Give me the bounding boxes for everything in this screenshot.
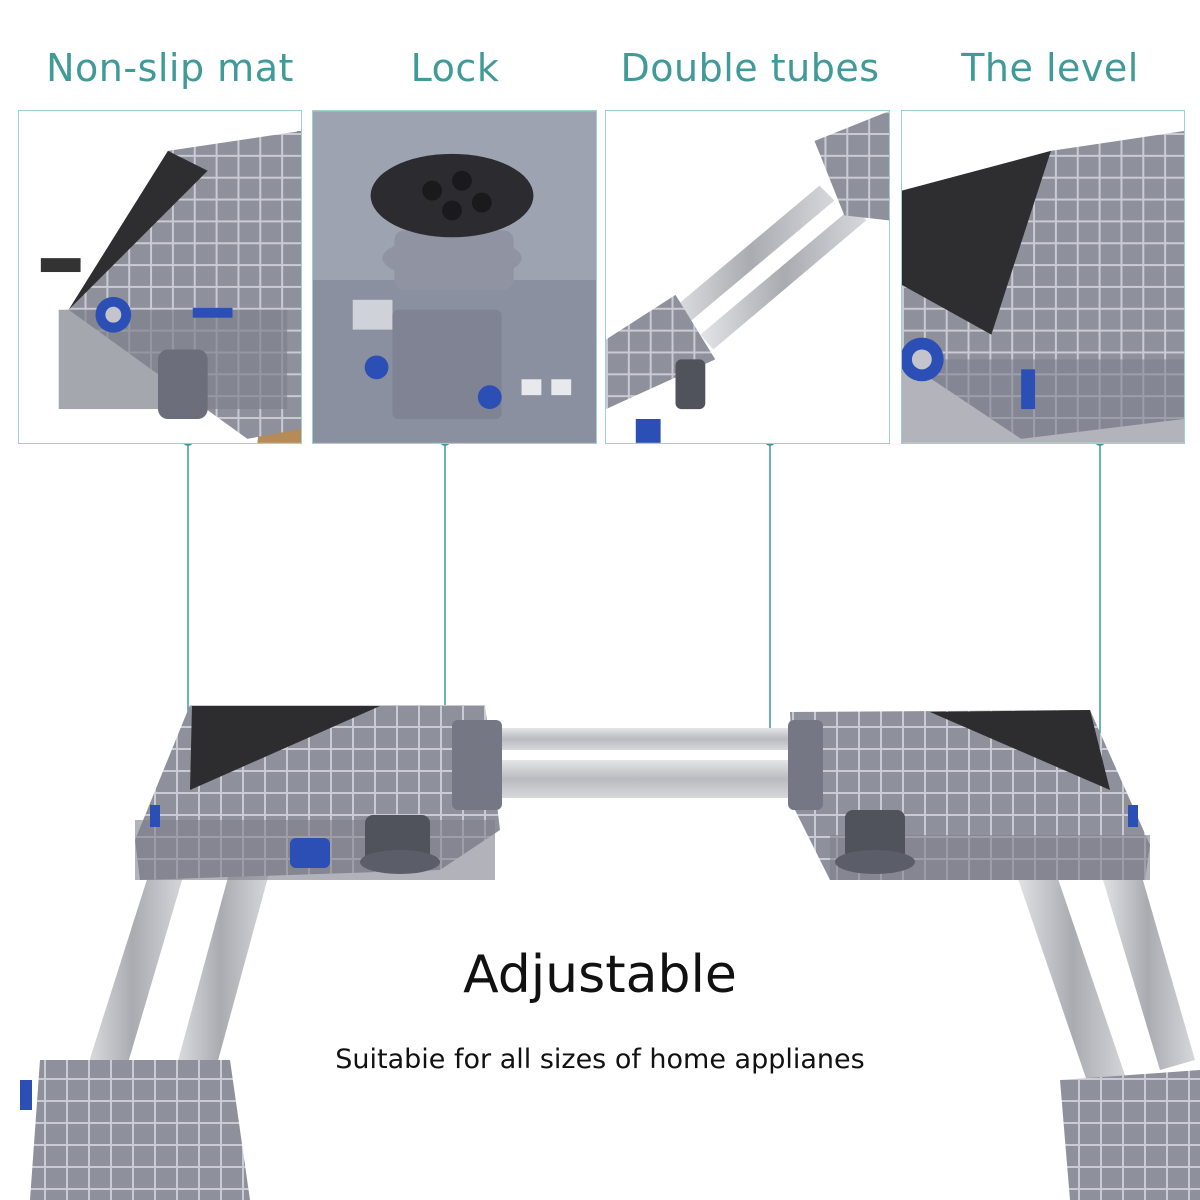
left-corner-bracket xyxy=(135,705,502,880)
non-slip-mat-icon xyxy=(19,111,301,443)
lock-foot-icon xyxy=(313,111,596,443)
subline-description: Suitabie for all sizes of home applianes xyxy=(335,1044,865,1075)
feature-label-the-level: The level xyxy=(961,46,1139,90)
right-corner-bracket xyxy=(788,710,1150,880)
double-tubes-icon xyxy=(606,111,889,443)
feature-label-double-tubes: Double tubes xyxy=(620,46,880,90)
feature-label-lock: Lock xyxy=(410,46,500,90)
feature-label-non-slip-mat: Non-slip mat xyxy=(46,46,294,90)
level-photo xyxy=(901,110,1185,444)
headline-adjustable: Adjustable xyxy=(463,945,737,1005)
level-bubble-icon xyxy=(902,111,1184,443)
non-slip-mat-photo xyxy=(18,110,302,444)
double-tubes-photo xyxy=(605,110,890,444)
lock-photo xyxy=(312,110,597,444)
